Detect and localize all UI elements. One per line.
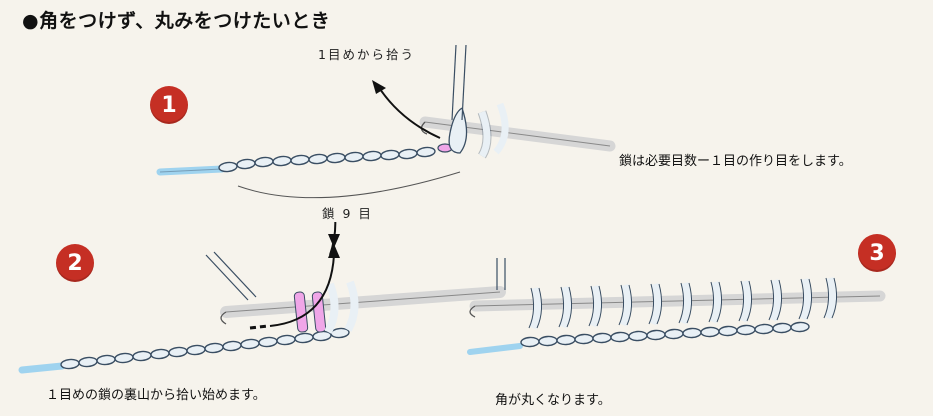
step1-drawing: [156, 44, 616, 199]
step3-number-badge: 3: [858, 234, 896, 272]
step1-label-bottom: 鎖 9 目: [318, 203, 377, 222]
step1-label-top: 1目めから拾う: [318, 47, 415, 62]
step2-drawing: [18, 244, 506, 374]
chain-stitches: [217, 145, 437, 174]
step2-caption: １目めの鎖の裏山から拾い始めます。: [46, 388, 266, 403]
step1-number-badge: 1: [150, 86, 188, 124]
step2-number-badge: 2: [56, 244, 94, 282]
step3-caption: 角が丸くなります。: [495, 393, 611, 408]
yarn-tail: [156, 165, 226, 176]
page-title: ●角をつけず、丸みをつけたいとき: [22, 10, 331, 32]
step1-caption: 鎖は必要目数ー１目の作り目をします。: [619, 154, 852, 169]
step3-drawing: [467, 258, 886, 355]
